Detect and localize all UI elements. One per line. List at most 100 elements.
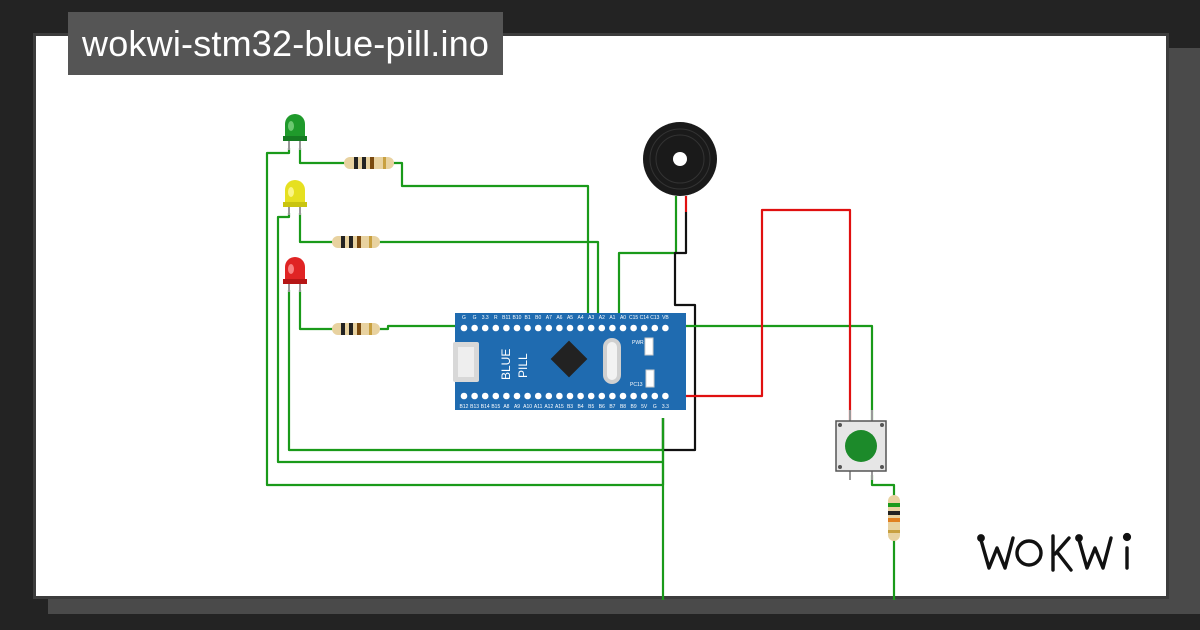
bottom-pin-B9[interactable] <box>630 392 637 400</box>
bottom-pin-label: A12 <box>544 404 553 410</box>
top-pin-A7[interactable] <box>545 324 553 332</box>
bottom-pin-label: B9 <box>631 404 637 410</box>
bottom-pin-A12[interactable] <box>545 392 553 400</box>
top-pin-A5[interactable] <box>566 324 574 332</box>
bottom-pin-label: B5 <box>588 404 594 410</box>
top-pin-G[interactable] <box>471 324 478 332</box>
bottom-pin-G[interactable] <box>651 392 659 400</box>
top-pin-R[interactable] <box>492 324 500 332</box>
resistor-2[interactable] <box>332 236 380 248</box>
top-pin-C13[interactable] <box>651 324 659 332</box>
wire-buzzer-black[interactable] <box>661 212 697 452</box>
board-label-pill: PILL <box>516 353 530 378</box>
bottom-pin-B3[interactable] <box>566 392 574 400</box>
pwr-led <box>644 337 654 356</box>
top-pin-C14[interactable] <box>640 324 648 332</box>
top-pin-A4[interactable] <box>577 324 584 332</box>
button-cap[interactable] <box>845 430 877 462</box>
mcu-chip <box>550 340 588 378</box>
pc13-led <box>645 369 655 388</box>
top-pin-G[interactable] <box>460 324 468 332</box>
top-pin-label: VB <box>662 315 669 321</box>
pushbutton[interactable] <box>835 410 887 480</box>
bottom-pin-label: B15 <box>491 404 500 410</box>
yellow-led[interactable] <box>283 180 307 215</box>
bottom-pin-B5[interactable] <box>587 392 595 400</box>
top-pin-label: C15 <box>629 315 638 321</box>
bottom-pin-B4[interactable] <box>577 392 584 400</box>
resistor-1[interactable] <box>344 157 394 169</box>
top-pin-A0[interactable] <box>619 324 627 332</box>
top-pin-label: C14 <box>640 315 649 321</box>
project-filename: wokwi-stm32-blue-pill.ino <box>68 12 504 75</box>
bottom-pin-label: B13 <box>470 404 479 410</box>
bottom-pin-label: A10 <box>523 404 532 410</box>
bottom-pin-B8[interactable] <box>619 392 627 400</box>
bottom-pin-B6[interactable] <box>598 392 606 400</box>
top-pin-label: A3 <box>588 315 594 321</box>
wire-button-to-board[interactable] <box>600 324 874 420</box>
bottom-pin-label: A9 <box>514 404 520 410</box>
bottom-pin-B13[interactable] <box>471 392 478 400</box>
bottom-pin-B12[interactable] <box>460 392 468 400</box>
top-pin-3.3[interactable] <box>481 324 489 332</box>
pc13-label: PC13 <box>630 382 643 388</box>
wire-yellow-led-anode[interactable] <box>298 213 334 244</box>
resistor-3[interactable] <box>332 323 380 335</box>
wire-yellow-resistor-to-board[interactable] <box>378 240 600 326</box>
top-pin-label: B0 <box>535 315 541 321</box>
top-pin-C15[interactable] <box>630 324 637 332</box>
top-pin-VB[interactable] <box>662 324 669 332</box>
top-pin-label: R <box>494 315 498 321</box>
top-pin-A2[interactable] <box>598 324 606 332</box>
bottom-pin-label: G <box>653 404 657 410</box>
top-pin-A3[interactable] <box>587 324 595 332</box>
bottom-pin-label: B12 <box>460 404 469 410</box>
wires <box>265 148 896 600</box>
bottom-pin-A9[interactable] <box>513 392 521 400</box>
wire-button-power[interactable] <box>655 208 852 420</box>
bottom-pin-label: B6 <box>599 404 605 410</box>
bottom-pin-label: B14 <box>481 404 490 410</box>
bottom-pin-label: B4 <box>578 404 584 410</box>
wire-button-resistor[interactable] <box>870 475 896 497</box>
bottom-pin-B15[interactable] <box>492 392 500 400</box>
wire-buzzer-signal[interactable] <box>617 196 678 326</box>
resistor-4-pulldown[interactable] <box>888 495 900 541</box>
buzzer[interactable] <box>643 122 717 196</box>
bottom-pin-label: A11 <box>534 404 543 410</box>
wire-green-resistor-to-board[interactable] <box>392 161 590 326</box>
bottom-pin-A15[interactable] <box>556 392 563 400</box>
top-pin-B10[interactable] <box>513 324 521 332</box>
bottom-pin-A11[interactable] <box>534 392 542 400</box>
red-led[interactable] <box>283 257 307 292</box>
green-led[interactable] <box>283 114 307 150</box>
bottom-pin-5V[interactable] <box>640 392 648 400</box>
bottom-pin-A10[interactable] <box>524 392 531 400</box>
top-pin-B1[interactable] <box>524 324 531 332</box>
top-pin-label: B10 <box>513 315 522 321</box>
top-pin-B0[interactable] <box>534 324 542 332</box>
top-pin-label: G <box>462 315 466 321</box>
top-pin-label: B1 <box>525 315 531 321</box>
bottom-pin-B14[interactable] <box>481 392 489 400</box>
top-pin-A1[interactable] <box>609 324 616 332</box>
wokwi-logo <box>977 532 1132 572</box>
bottom-pin-label: 5V <box>641 404 648 410</box>
bottom-pin-A8[interactable] <box>503 392 510 400</box>
wire-yellow-led-cathode[interactable] <box>276 213 663 464</box>
wire-green-led-anode[interactable] <box>298 148 346 165</box>
bottom-pin-B7[interactable] <box>609 392 616 400</box>
top-pin-B11[interactable] <box>503 324 510 332</box>
top-pin-label: C13 <box>650 315 659 321</box>
top-pin-A6[interactable] <box>556 324 563 332</box>
bottom-pin-label: A15 <box>555 404 564 410</box>
pwr-label: PWR <box>632 340 644 346</box>
wire-red-led-anode[interactable] <box>298 290 334 331</box>
top-pin-label: A1 <box>609 315 615 321</box>
bottom-pin-3.3[interactable] <box>662 392 669 400</box>
bottom-pin-label: A8 <box>503 404 509 410</box>
wire-red-resistor-to-board[interactable] <box>378 324 456 331</box>
